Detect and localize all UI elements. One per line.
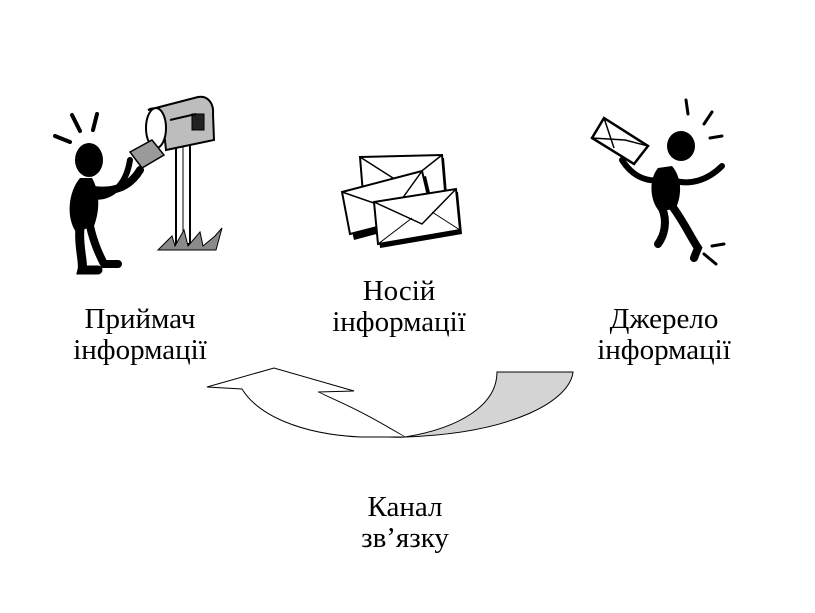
channel-label-line-2: зв’язку [361,522,449,554]
receiver-icon [53,95,223,275]
carrier-label: Носій інформації [299,276,499,338]
source-label-line-2: інформації [597,334,731,366]
envelopes-stack-icon [340,153,462,248]
carrier-label-line-1: Носій [362,275,436,307]
channel-label: Канал зв’язку [305,492,505,554]
receiver-label: Приймач інформації [40,304,240,366]
source-label: Джерело інформації [564,304,764,366]
carrier-label-line-2: інформації [332,306,466,338]
receiver-label-line-2: інформації [73,334,207,366]
curved-arrow-icon [206,367,574,438]
source-label-line-1: Джерело [609,303,719,335]
source-icon [590,98,726,266]
channel-label-line-1: Канал [367,491,443,523]
receiver-label-line-1: Приймач [84,303,196,335]
